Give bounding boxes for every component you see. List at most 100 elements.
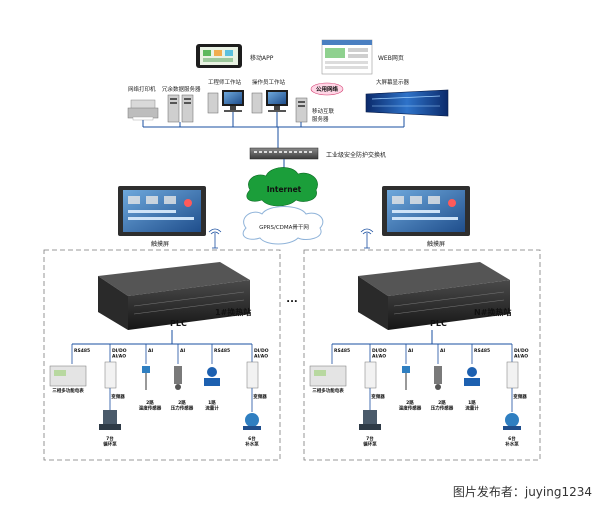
- pump-base-icon: [359, 424, 381, 430]
- web-page-label: WEB网页: [378, 55, 404, 62]
- plc-right-label: PLC: [430, 319, 447, 328]
- internet-label: Internet: [267, 185, 302, 194]
- device-label: 2路温度传感器: [399, 399, 422, 412]
- temperature-sensor-icon: [402, 366, 410, 373]
- left-antenna-icon: [208, 228, 222, 249]
- industrial-switch-icon: [249, 147, 319, 160]
- station-1-name: 1#换热站: [215, 307, 251, 317]
- device-label: 变频器: [253, 393, 267, 400]
- temperature-sensor-icon: [142, 366, 150, 373]
- flow-meter-head-icon: [467, 367, 477, 377]
- device-label: 2路温度传感器: [139, 399, 162, 412]
- bus-label: AI: [440, 348, 445, 354]
- big-screen-display-icon: [365, 89, 449, 117]
- pressure-port-icon: [175, 384, 181, 390]
- pump-base-icon: [243, 426, 261, 430]
- mobile-app-icon: [196, 44, 242, 68]
- gprs-cloud: GPRS/CDMA骨干网: [242, 206, 324, 245]
- station-1-devices: [49, 361, 261, 430]
- pressure-port-icon: [435, 384, 441, 390]
- touchscreen-left-label: 触摸屏: [151, 240, 169, 248]
- flow-meter-pipe-icon: [464, 378, 480, 386]
- device-label: 变频器: [513, 393, 527, 400]
- mobile-server-icon: [295, 97, 308, 123]
- device-label: 变频器: [111, 393, 125, 400]
- flow-meter-pipe-icon: [204, 378, 220, 386]
- bus-label: AI: [180, 348, 185, 354]
- redundant-server-icon: [167, 94, 194, 123]
- device-label: 2路压力传感器: [431, 399, 454, 412]
- big-screen-label: 大屏幕显示器: [376, 78, 410, 86]
- device-label: 变频器: [371, 393, 385, 400]
- device-label: 1路流量计: [205, 399, 219, 412]
- pump-label: 7台循环泵: [103, 435, 117, 448]
- mobile-app-label: 移动APP: [250, 54, 274, 62]
- circulation-pump-icon: [363, 410, 377, 428]
- touchscreen-left-icon: [118, 186, 206, 236]
- bus-label: RS485: [474, 348, 490, 354]
- device-label: 2路压力传感器: [171, 399, 194, 412]
- pressure-sensor-icon: [434, 366, 442, 384]
- inverter-icon: [246, 361, 259, 389]
- meter-display-icon: [314, 370, 326, 376]
- station-2-devices: [309, 361, 521, 430]
- gprs-label: GPRS/CDMA骨干网: [259, 224, 309, 231]
- engineer-workstation-icon: [207, 90, 244, 114]
- device-label: 1路流量计: [465, 399, 479, 412]
- mobile-server-label-2: 服务器: [312, 115, 329, 123]
- internet-cloud: Internet: [246, 167, 318, 207]
- station-n-boundary: [303, 249, 541, 461]
- pump-base-icon: [99, 424, 121, 430]
- touchscreen-right-icon: [382, 186, 470, 236]
- bus-label: RS485: [214, 348, 230, 354]
- network-printer-label: 网络打印机: [128, 85, 156, 93]
- top-network-bus: [142, 112, 405, 148]
- makeup-pump-icon: [505, 413, 519, 427]
- pressure-sensor-icon: [174, 366, 182, 384]
- network-printer-icon: [127, 99, 159, 121]
- switch-label: 工业级安全防护交换机: [326, 151, 386, 159]
- web-page-icon: [321, 39, 373, 75]
- bus-label: RS485: [334, 348, 350, 354]
- pump-base-icon: [503, 426, 521, 430]
- right-antenna-icon: [360, 228, 374, 249]
- public-network-badge: 公用网络: [310, 82, 344, 96]
- bus-label: RS485: [74, 348, 90, 354]
- plc-left-label: PLC: [170, 319, 187, 328]
- plc-left-icon: [98, 262, 250, 330]
- inverter-icon: [364, 361, 377, 389]
- bus-label: AI: [408, 348, 413, 354]
- circulation-pump-icon: [103, 410, 117, 428]
- inverter-icon: [506, 361, 519, 389]
- inverter-icon: [104, 361, 117, 389]
- station-n-name: N#换热站: [474, 307, 511, 317]
- mobile-server-label-1: 移动互联: [312, 107, 335, 115]
- device-label: 三相多功能电表: [52, 387, 84, 394]
- station-1-boundary: [43, 249, 281, 461]
- makeup-pump-icon: [245, 413, 259, 427]
- operator-station-label: 操作员工作站: [252, 78, 286, 86]
- engineer-station-label: 工程师工作站: [208, 78, 242, 86]
- meter-display-icon: [54, 370, 66, 376]
- pump-label: 7台循环泵: [363, 435, 377, 448]
- operator-workstation-icon: [251, 90, 288, 114]
- touchscreen-right-label: 触摸屏: [427, 240, 445, 248]
- plc-right-icon: [358, 262, 510, 330]
- publisher-watermark: 图片发布者：juying1234: [452, 485, 592, 499]
- pump-label: 6台补水泵: [505, 435, 519, 448]
- flow-meter-head-icon: [207, 367, 217, 377]
- stations-ellipsis: ...: [286, 294, 297, 305]
- device-label: 三相多功能电表: [312, 387, 344, 394]
- bus-label: AI: [148, 348, 153, 354]
- redundant-server-label: 冗余数据服务器: [162, 85, 201, 93]
- public-network-label: 公用网络: [316, 85, 339, 93]
- pump-label: 6台补水泵: [245, 435, 259, 448]
